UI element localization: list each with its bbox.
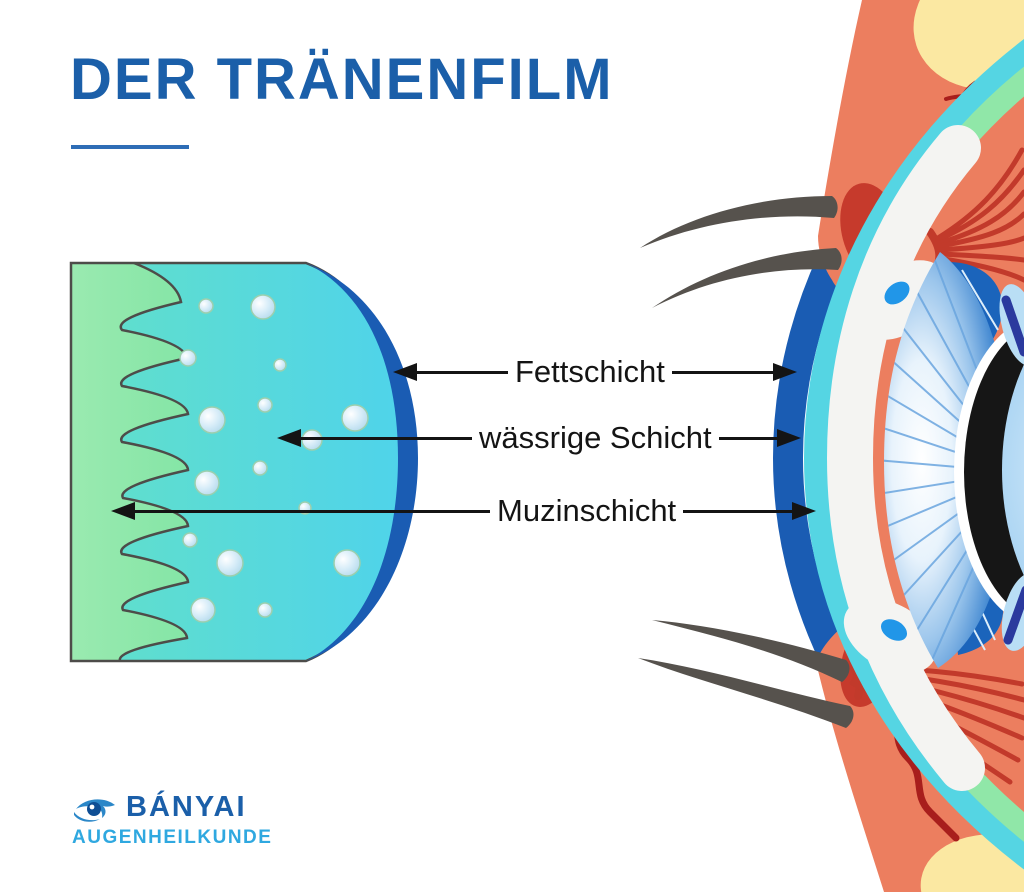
arrowhead-right-icon [773,363,797,381]
bubbles [179,294,369,623]
bubble [182,532,198,548]
arrow-line [417,370,508,374]
label-waessrige-schicht: wässrige Schicht [277,418,801,458]
lens-fiber-stripes [1001,295,1024,645]
bubble [257,602,273,618]
lens [1002,364,1024,576]
bubble [216,549,244,577]
pupil [964,328,1024,616]
bubble [257,397,273,413]
bubble [333,549,361,577]
label-muzinschicht: Muzinschicht [111,491,816,531]
cornea [826,125,985,791]
bubble [301,429,323,451]
conjunctiva-dot-bottom [880,619,908,641]
bubble [194,470,220,496]
eye-cross-section [638,0,1024,892]
arrow-line [683,509,792,513]
bubble [198,406,226,434]
mucin-zigzag-boundary [118,261,190,662]
tear-film-magnifier [69,261,418,663]
clinic-logo: BÁNYAI AUGENHEILKUNDE [72,791,272,849]
eyelash [638,658,854,728]
arrowhead-right-icon [777,429,801,447]
title-underline [71,145,189,149]
logo-name: BÁNYAI [126,791,247,823]
logo-subtitle: AUGENHEILKUNDE [72,827,273,848]
page-title: DER TRÄNENFILM [70,47,614,112]
mucin-layer-area [71,263,188,661]
label-muzinschicht-text: Muzinschicht [497,493,677,528]
arrow-line [301,436,472,440]
arrowhead-left-icon [277,429,301,447]
label-fettschicht-text: Fettschicht [515,354,665,389]
muscle-fibers-top [926,147,1024,283]
bubble [250,294,276,320]
arrow-line [718,436,777,440]
bubble [190,597,216,623]
bubble [252,460,268,476]
bubble [341,404,369,432]
eyelash [640,196,838,248]
orbital-fat-pad-top [913,0,1024,90]
arrow-line [135,509,490,513]
eye-icon [74,798,115,822]
arrow-line [671,370,773,374]
conjunctiva-dot-top [884,281,910,305]
label-fettschicht: Fettschicht [393,352,797,392]
eyelashes [638,196,854,728]
arrowhead-left-icon [393,363,417,381]
arrowhead-right-icon [792,502,816,520]
arrowhead-left-icon [111,502,135,520]
bubble [273,358,287,372]
eyelash [652,248,842,308]
label-waessrige-schicht-text: wässrige Schicht [479,420,712,455]
orbital-fat-pad-bottom [920,834,1024,892]
eyelash [652,620,850,682]
bubble [179,349,197,367]
bubble [198,298,214,314]
lipid-layer-crescent [306,263,418,661]
